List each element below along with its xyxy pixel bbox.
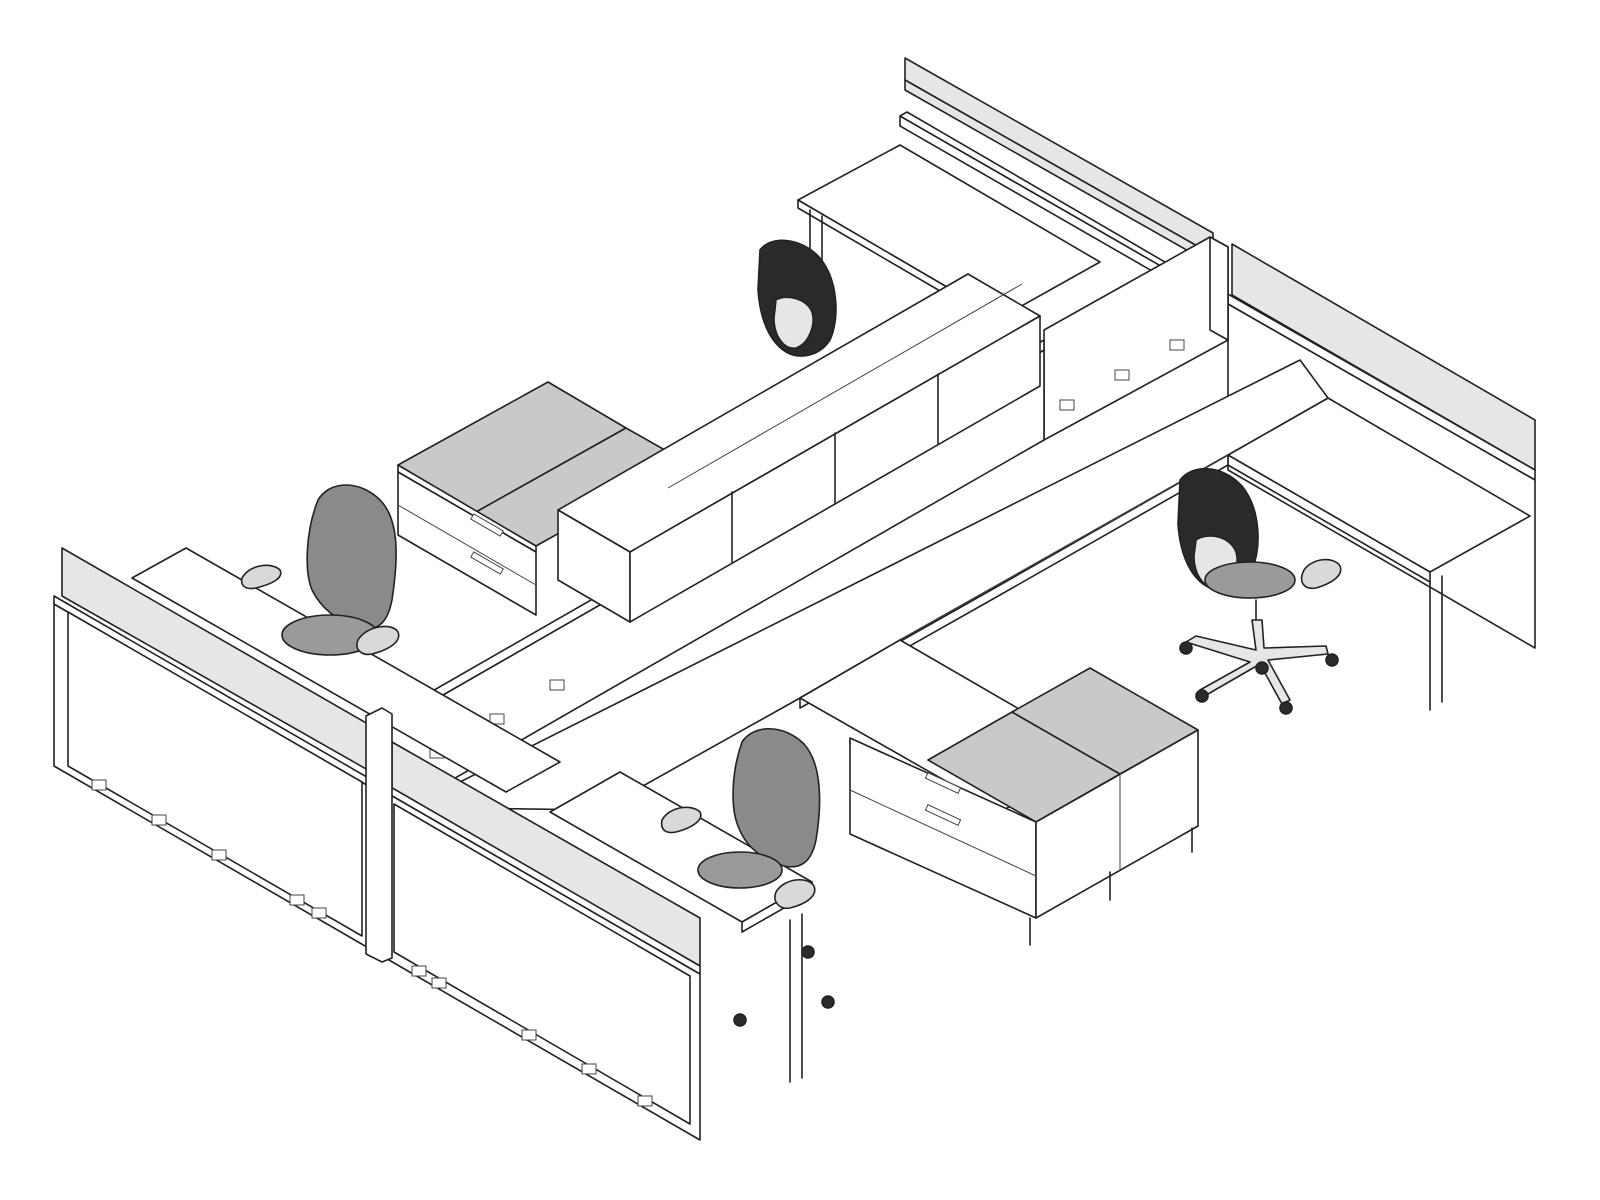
chair-front — [660, 728, 835, 1027]
back-left-pedestal — [397, 381, 687, 616]
chair-back-mesh — [757, 239, 837, 357]
front-left-panels — [53, 547, 813, 1141]
chair-right-mesh — [1177, 467, 1342, 715]
open-shelf-storage — [557, 273, 1041, 623]
chair-back-left — [240, 484, 400, 656]
front-right-pedestal — [849, 667, 1199, 946]
panel-outlets — [91, 779, 653, 1107]
